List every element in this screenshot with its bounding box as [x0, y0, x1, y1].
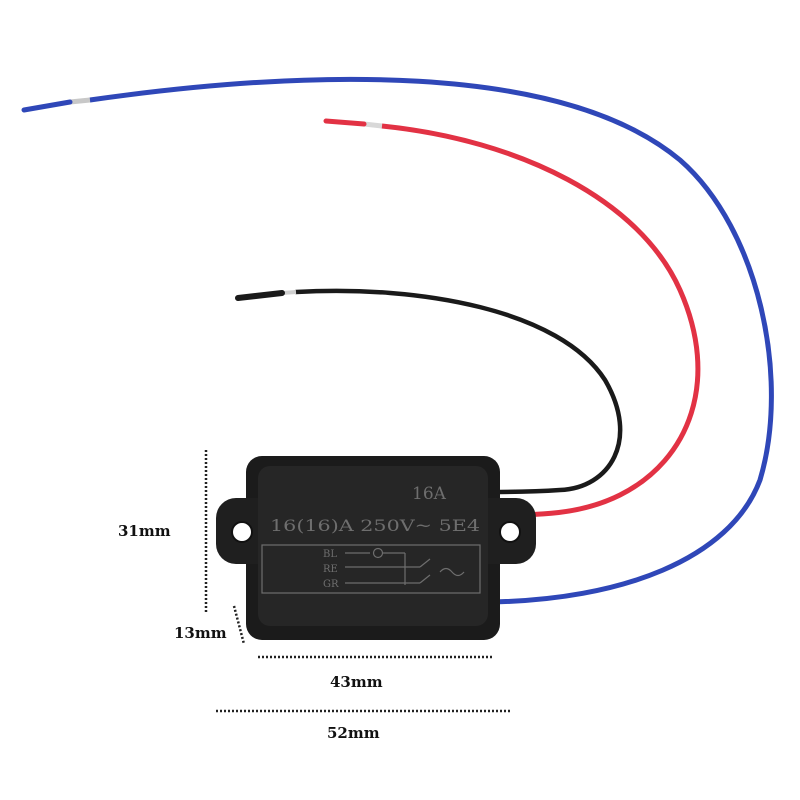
terminal-gr: GR — [323, 579, 339, 590]
width-inner-dimension-label: 43mm — [330, 673, 383, 691]
red-wire — [323, 118, 701, 518]
dimension-lines — [204, 450, 510, 713]
rating-line: 16(16)A 250V~ 5E4 — [270, 516, 480, 535]
mounting-hole-left — [231, 521, 253, 543]
rating-large: 16A — [412, 484, 447, 504]
width-outer-dimension-label: 52mm — [327, 724, 380, 742]
depth-dimension-label: 13mm — [174, 624, 227, 642]
wiring-diagram — [261, 544, 481, 594]
terminal-re: RE — [323, 564, 338, 575]
black-wire — [235, 288, 623, 495]
blue-wire — [21, 76, 774, 605]
mounting-hole-right — [499, 521, 521, 543]
switch-module: 16A 16(16)A 250V~ 5E4 BL RE GR — [216, 456, 536, 640]
height-dimension-label: 31mm — [118, 522, 171, 540]
terminal-bl: BL — [323, 549, 337, 560]
